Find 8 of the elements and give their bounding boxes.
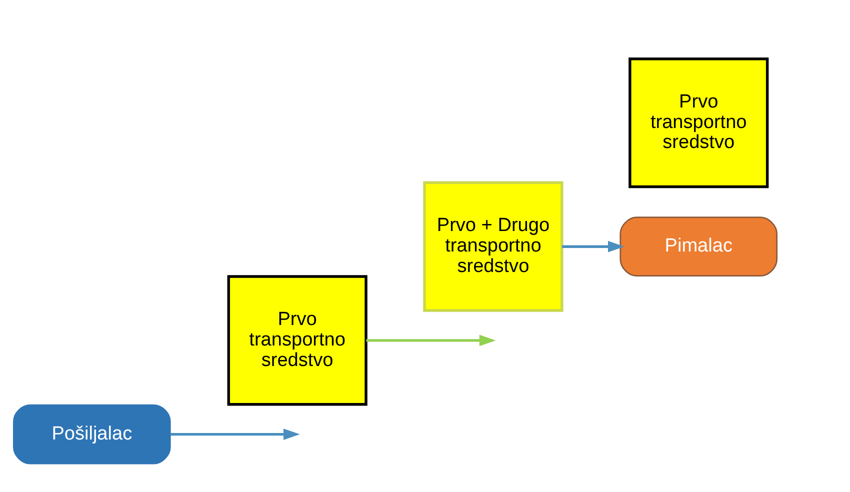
arrow <box>562 240 624 252</box>
node-box: Prvo transportno sredstvo <box>227 275 368 406</box>
node-box: Prvo + Drugo transportno sredstvo <box>423 181 564 312</box>
node-box: Prvo transportno sredstvo <box>628 58 769 188</box>
node-box: Pošiljalac <box>13 404 171 464</box>
arrow <box>366 334 496 346</box>
arrow <box>170 428 300 440</box>
node-box: Pimalac <box>620 216 778 276</box>
